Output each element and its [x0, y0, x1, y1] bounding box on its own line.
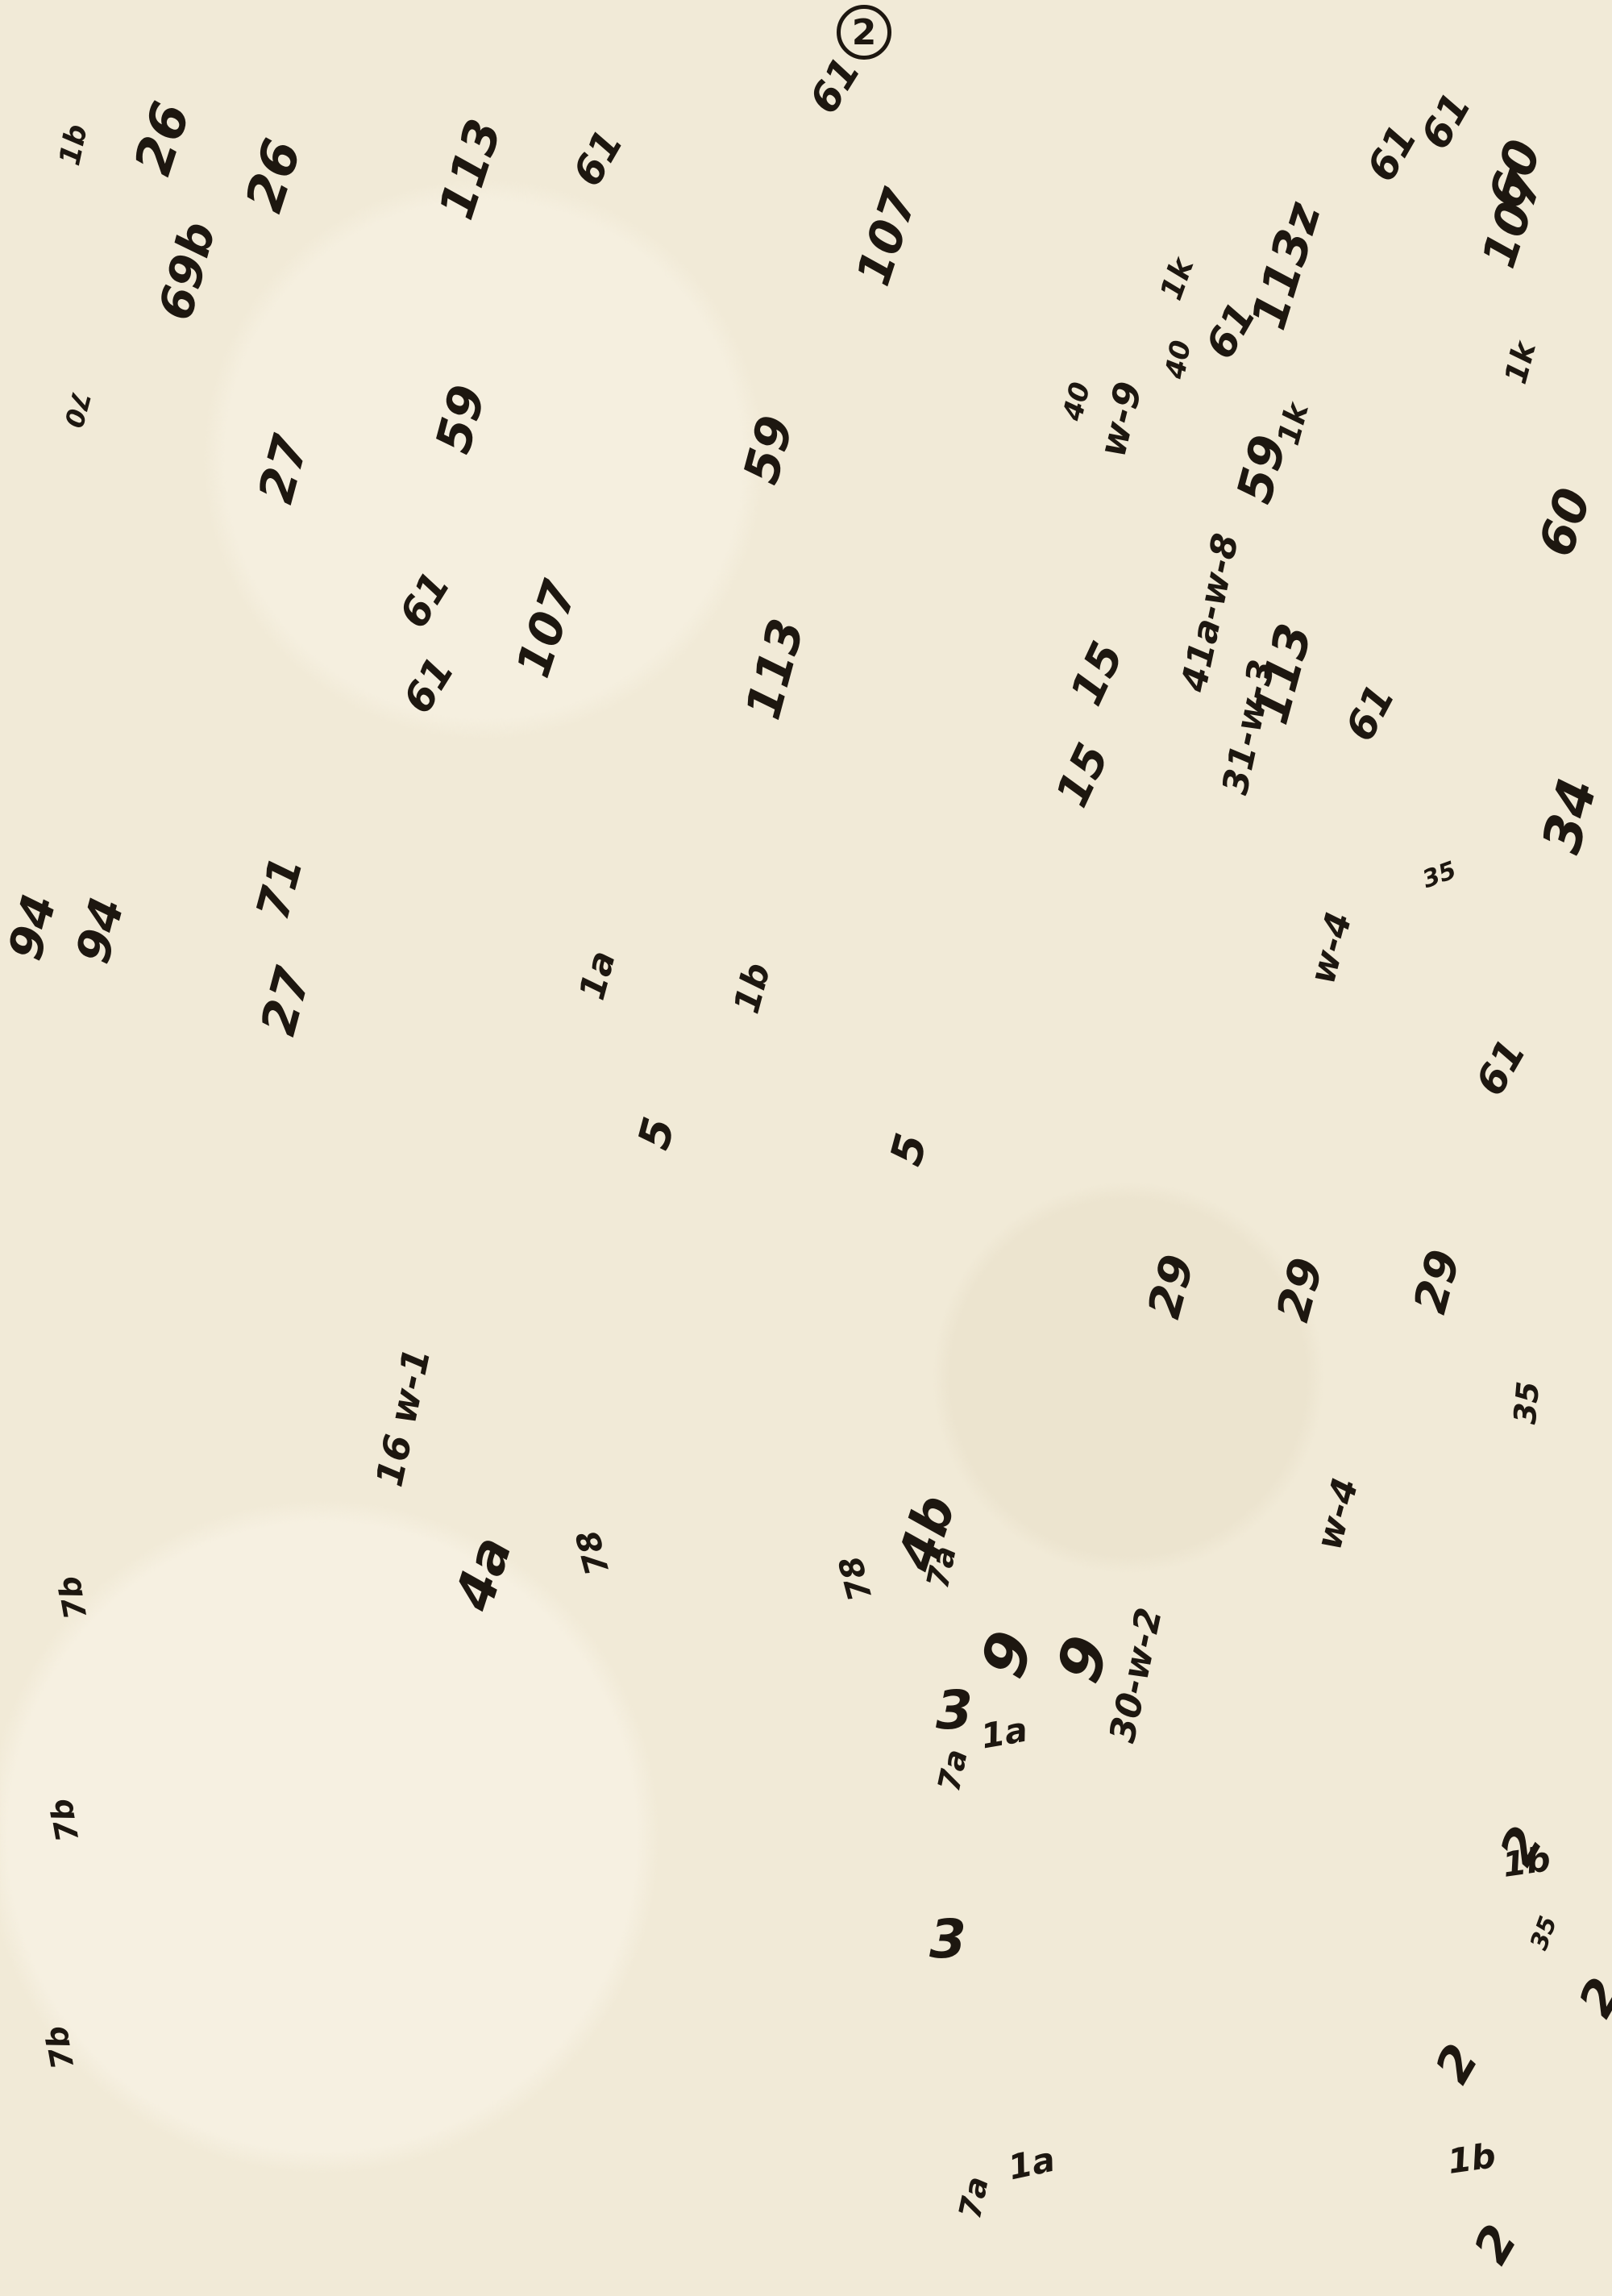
page-number-badge: 2	[837, 5, 891, 60]
